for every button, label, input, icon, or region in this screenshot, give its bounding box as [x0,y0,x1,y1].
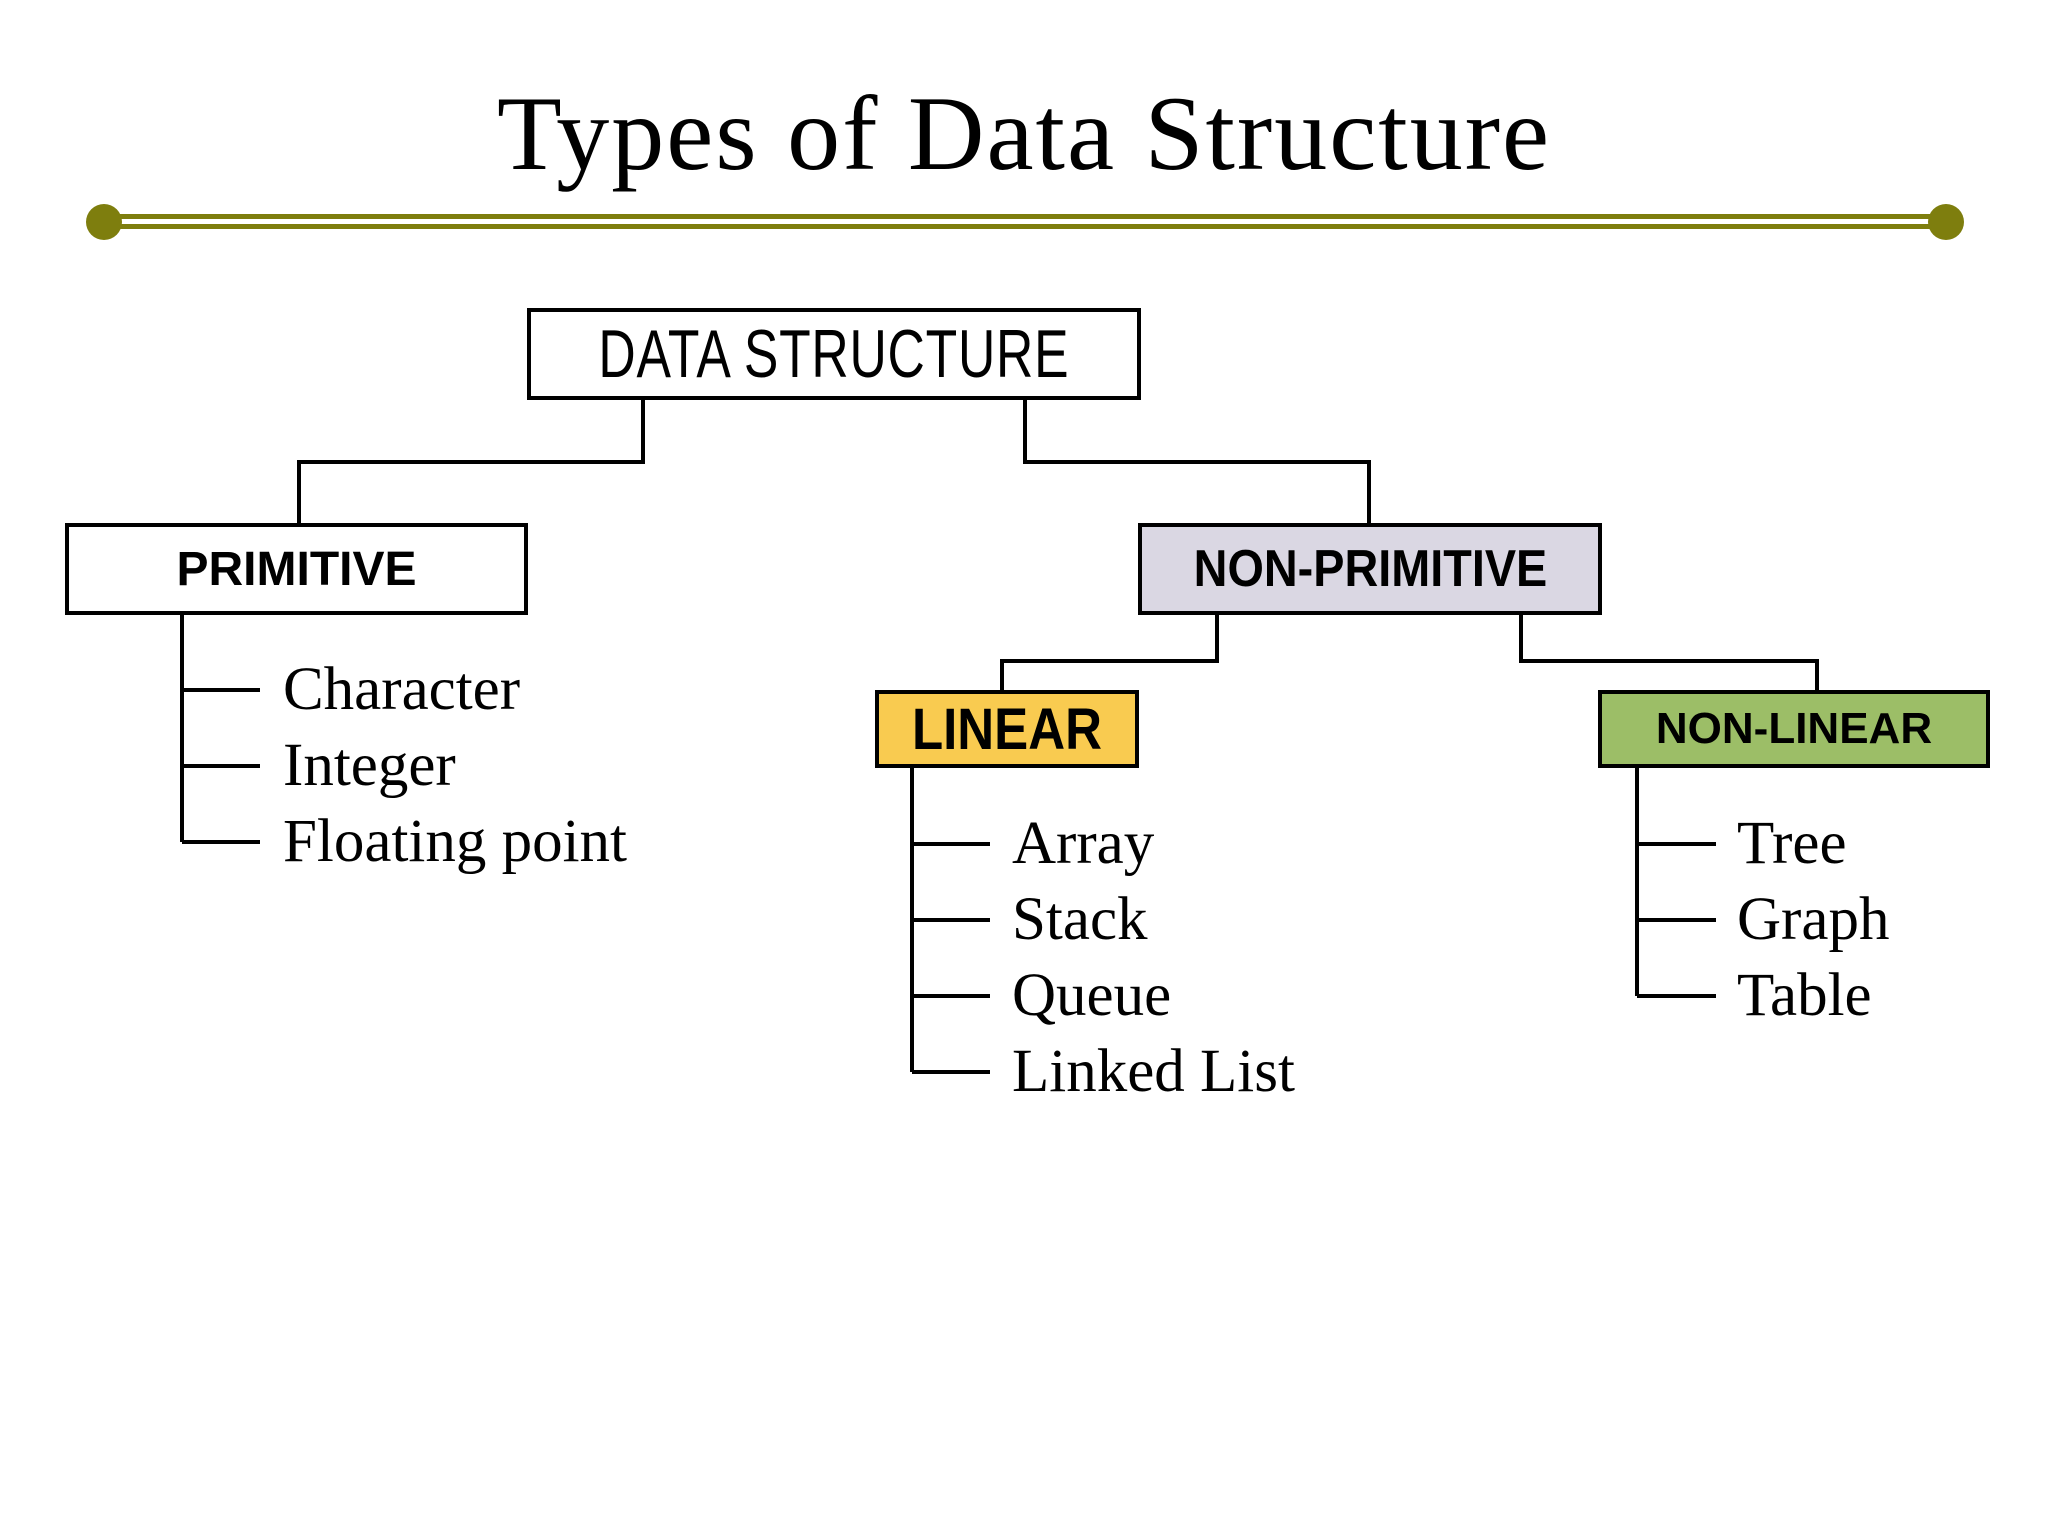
divider-line-bottom [104,224,1946,229]
connector-non-primitive-to-non-linear [1519,612,1819,691]
node-non-primitive-label: NON-PRIMITIVE [1193,540,1547,598]
item-linked-list: Linked List [1012,1038,1295,1105]
connector-non-primitive-to-linear [1000,612,1219,691]
divider-end-dot-right [1928,204,1964,240]
item-integer: Integer [283,732,456,799]
connector-root-to-non-primitive [1023,398,1371,523]
node-linear: LINEAR [875,690,1139,768]
node-non-linear-label: NON-LINEAR [1655,704,1933,753]
item-queue: Queue [1012,962,1172,1029]
item-floating-point: Floating point [283,808,627,875]
node-linear-label: LINEAR [912,696,1102,762]
item-array: Array [1012,810,1155,877]
non-linear-item-list: Tree Graph Table [1737,806,1889,1034]
divider-line-top [104,214,1946,219]
item-stack: Stack [1012,886,1148,953]
item-character: Character [283,656,521,723]
divider-end-dot-left [86,204,122,240]
node-data-structure: DATA STRUCTURE [527,308,1141,400]
title-divider [86,204,1964,240]
node-non-primitive: NON-PRIMITIVE [1138,523,1602,615]
page-title: Types of Data Structure [496,75,1552,192]
node-primitive: PRIMITIVE [65,523,528,615]
item-table: Table [1737,962,1872,1029]
linear-item-list: Array Stack Queue Linked List [1012,806,1295,1110]
node-primitive-label: PRIMITIVE [176,542,417,596]
item-tree: Tree [1737,810,1847,877]
node-non-linear: NON-LINEAR [1598,690,1990,768]
node-data-structure-label: DATA STRUCTURE [598,316,1070,392]
connector-root-to-primitive [297,398,645,523]
item-graph: Graph [1737,886,1890,953]
primitive-item-list: Character Integer Floating point [283,652,627,880]
